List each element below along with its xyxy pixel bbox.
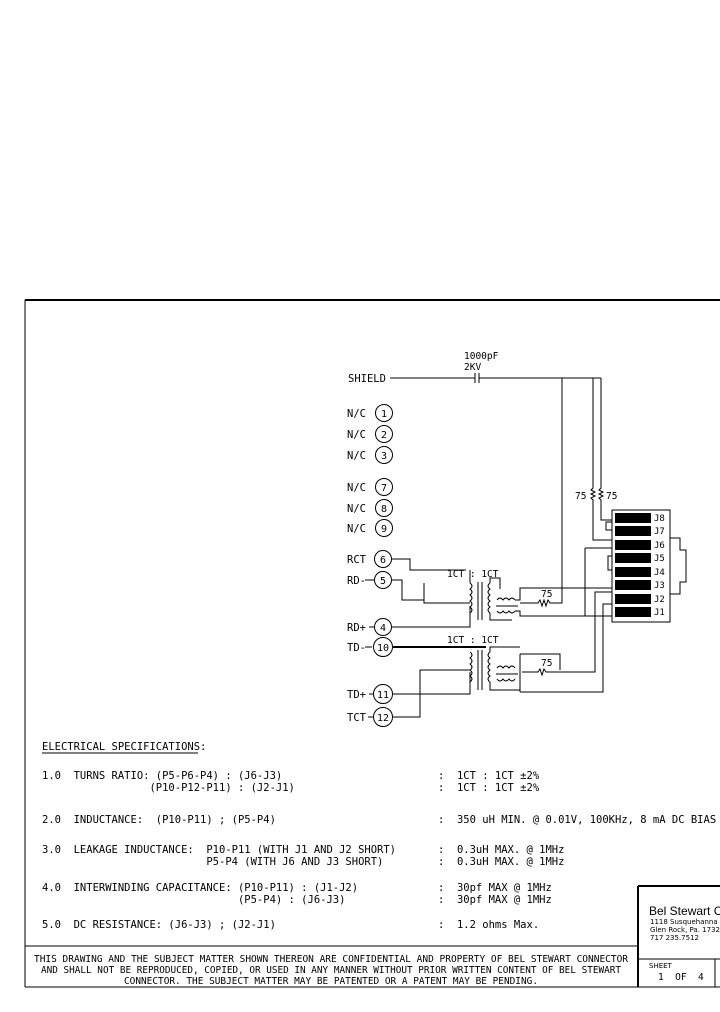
spec-label: 2.0 INDUCTANCE: (P10-P11) ; (P5-P4) (42, 814, 276, 826)
jack-contact (615, 526, 651, 536)
nc-pin-number: 1 (381, 409, 387, 420)
jack-contact (615, 580, 651, 590)
spec-value: : 30pf MAX @ 1MHz (438, 894, 552, 906)
electrical-specifications: ELECTRICAL SPECIFICATIONS: 1.0 TURNS RAT… (42, 741, 716, 931)
signal-pin-number: 5 (380, 576, 386, 587)
nc-pin-number: 8 (381, 504, 387, 515)
shield-label: SHIELD (348, 373, 386, 385)
tx-turns-ratio: 1CT : 1CT (447, 635, 499, 646)
signal-pin-number: 10 (377, 643, 389, 654)
jack-contact (615, 607, 651, 617)
signal-label: RD+ (347, 622, 366, 634)
capacitor-voltage: 2KV (464, 362, 481, 373)
signal-label: TCT (347, 712, 367, 724)
company-address: 1118 Susquehanna (650, 918, 718, 926)
jack-pin-label: J1 (654, 608, 665, 618)
nc-pin-number: 9 (381, 524, 387, 535)
jack-pin-label: J8 (654, 514, 665, 524)
signal-pin-number: 6 (380, 555, 386, 566)
rx-termination-resistor: 75 (541, 589, 552, 600)
shield-capacitor: 1000pF 2KV SHIELD (348, 351, 601, 385)
jack-pin-label: J7 (654, 527, 665, 537)
jack-contact (615, 594, 651, 604)
company-address: Glen Rock, Pa. 1732 (650, 926, 720, 934)
signal-label: RD- (347, 575, 366, 587)
shield-resistor-right: 75 (606, 491, 617, 502)
spec-value: : 0.3uH MAX. @ 1MHz (438, 844, 564, 856)
jack-contact (615, 553, 651, 563)
signal-pin-number: 4 (380, 623, 386, 634)
sheet-label: SHEET (649, 962, 673, 970)
nc-label: N/C (347, 482, 366, 494)
title-block: Bel Stewart C 1118 Susquehanna Glen Rock… (637, 885, 720, 987)
spec-value: : 350 uH MIN. @ 0.01V, 100KHz, 8 mA DC B… (438, 814, 716, 826)
spec-label: 3.0 LEAKAGE INDUCTANCE: P10-P11 (WITH J1… (42, 844, 396, 856)
spec-label: 1.0 TURNS RATIO: (P5-P6-P4) : (J6-J3) (42, 770, 282, 782)
shield-resistor-pair: 75 75 (575, 378, 617, 616)
signal-label: RCT (347, 554, 367, 566)
spec-label: (P5-P4) : (J6-J3) (42, 894, 345, 906)
nc-label: N/C (347, 523, 366, 535)
signal-pin-group: RCT 6 RD- 5 RD+ 4 TD- 10 TD+ 11 TCT 12 (347, 550, 393, 727)
spec-label: 5.0 DC RESISTANCE: (J6-J3) ; (J2-J1) (42, 919, 276, 931)
jack-pin-label: J5 (654, 554, 665, 564)
capacitor-value: 1000pF (464, 351, 499, 362)
notice-line: CONNECTOR. THE SUBJECT MATTER MAY BE PAT… (124, 976, 538, 987)
shield-resistor-left: 75 (575, 491, 586, 502)
rx-turns-ratio: 1CT : 1CT (447, 569, 499, 580)
spec-label: (P10-P12-P11) : (J2-J1) (42, 782, 295, 794)
signal-pin-number: 12 (377, 713, 389, 724)
signal-label: TD- (347, 642, 366, 654)
jack-pin-label: J2 (654, 595, 665, 605)
nc-pin-group: N/C 1 N/C 2 N/C 3 N/C 7 N/C 8 N/C 9 (347, 404, 393, 537)
notice-line: AND SHALL NOT BE REPRODUCED, COPIED, OR … (41, 965, 621, 976)
nc-label: N/C (347, 429, 366, 441)
nc-label: N/C (347, 450, 366, 462)
tx-termination-resistor: 75 (541, 658, 552, 669)
confidentiality-notice: THIS DRAWING AND THE SUBJECT MATTER SHOW… (34, 954, 628, 987)
receive-transformer: 1CT : 1CT 75 (392, 378, 612, 628)
spec-value: : 1CT : 1CT ±2% (438, 770, 540, 782)
spec-value: : 30pf MAX @ 1MHz (438, 882, 552, 894)
jack-pin-label: J6 (654, 541, 665, 551)
transmit-transformer: 1CT : 1CT 75 (392, 591, 612, 718)
company-name: Bel Stewart C (649, 904, 720, 918)
nc-label: N/C (347, 503, 366, 515)
nc-pin-number: 3 (381, 451, 387, 462)
spec-label: P5-P4 (WITH J6 AND J3 SHORT) (42, 856, 383, 868)
jack-contact (615, 567, 651, 577)
notice-line: THIS DRAWING AND THE SUBJECT MATTER SHOW… (34, 954, 628, 965)
spec-label: 4.0 INTERWINDING CAPACITANCE: (P10-P11) … (42, 882, 358, 894)
spec-value: : 0.3uH MAX. @ 1MHz (438, 856, 564, 868)
nc-label: N/C (347, 408, 366, 420)
spec-value: : 1.2 ohms Max. (438, 919, 539, 931)
signal-label: TD+ (347, 689, 366, 701)
specs-heading: ELECTRICAL SPECIFICATIONS: (42, 741, 206, 753)
company-phone: 717 235.7512 (650, 934, 699, 942)
jack-contact (615, 540, 651, 550)
jack-pin-label: J3 (654, 581, 665, 591)
nc-pin-number: 2 (381, 430, 387, 441)
signal-pin-number: 11 (377, 690, 389, 701)
rj45-jack: J8 J7 J6 J5 J4 J3 J2 J1 (605, 509, 687, 623)
spec-value: : 1CT : 1CT ±2% (438, 782, 540, 794)
jack-pin-label: J4 (654, 568, 665, 578)
sheet-number: 1 OF 4 (658, 972, 704, 983)
jack-contact (615, 513, 651, 523)
nc-pin-number: 7 (381, 483, 387, 494)
